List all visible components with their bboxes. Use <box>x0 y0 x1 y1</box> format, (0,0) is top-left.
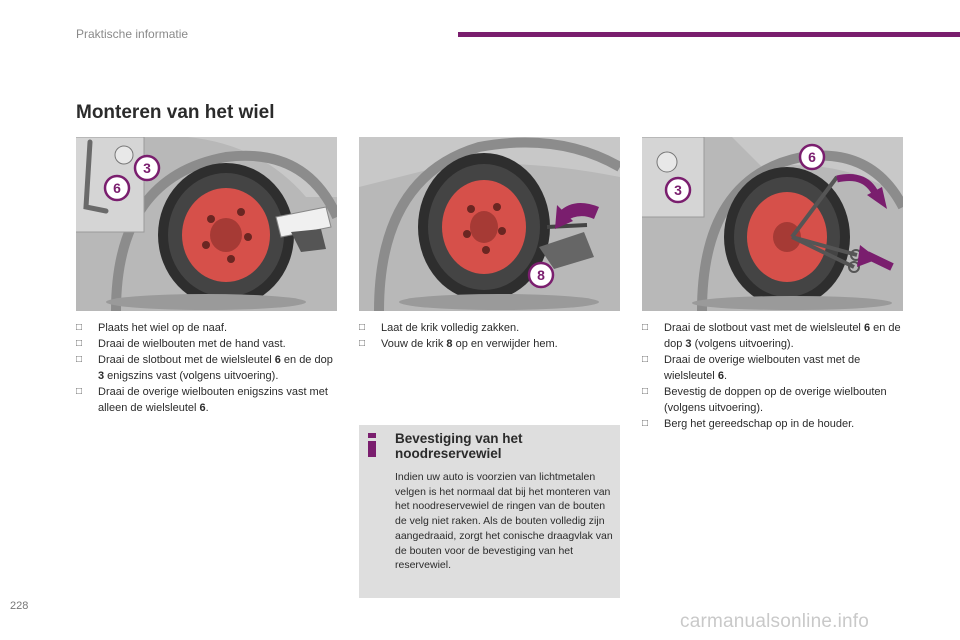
info-box: Bevestiging van het noodreservewiel Indi… <box>359 425 620 598</box>
step-text: Draai de slotbout met de wielsleutel <box>98 354 275 366</box>
reference-number: 3 <box>98 370 105 382</box>
step-text: op en verwijder hem. <box>452 338 558 350</box>
callout-number: 8 <box>537 267 545 283</box>
reference-number: 8 <box>446 338 453 350</box>
step-text: Draai de overige wielbouten enigszins va… <box>98 386 328 414</box>
step-item: □ Laat de krik volledig zakken. <box>359 320 621 336</box>
steps-column-2: □ Laat de krik volledig zakken. □ Vouw de k… <box>359 320 621 352</box>
step-text: Draai de slotbout vast met de wielsleute… <box>664 322 864 334</box>
reference-number: 6 <box>274 354 281 366</box>
checkbox-bullet-icon: □ <box>76 354 83 365</box>
reference-number: 3 <box>685 338 692 350</box>
steps-column-3: □ Draai de slotbout vast met de wielsleut… <box>642 320 904 432</box>
header-accent-bar <box>458 32 960 37</box>
watermark: carmanualsonline.info <box>680 611 870 632</box>
step-text: (volgens uitvoering). <box>691 338 794 350</box>
info-icon <box>368 433 376 457</box>
checkbox-bullet-icon: □ <box>76 386 83 397</box>
step-text: Bevestig de doppen op de overige wielbou… <box>664 386 887 414</box>
step-text: enigszins vast (volgens uitvoering). <box>104 370 279 382</box>
checkbox-bullet-icon: □ <box>642 322 649 333</box>
step-text: . <box>205 402 209 414</box>
step-item: □ Draai de overige wielbouten vast met de… <box>642 352 904 384</box>
checkbox-bullet-icon: □ <box>76 322 83 333</box>
checkbox-bullet-icon: □ <box>642 386 649 397</box>
callout-circle <box>527 261 555 289</box>
step-item: □ Vouw de krik 8 op en verwijder hem. <box>359 336 621 352</box>
step-item: □ Berg het gereedschap op in de houder. <box>642 416 904 432</box>
callout-number: 6 <box>808 149 816 165</box>
info-box-title: Bevestiging van het noodreservewiel <box>395 431 523 461</box>
step-text: en de dop <box>280 354 333 366</box>
step-text: Vouw de krik <box>381 338 447 350</box>
illustration-tighten-bolts: 6 3 <box>642 137 903 311</box>
reference-number: 6 <box>717 370 724 382</box>
step-item: □Draai de slotbout met de wielsleutel 6 … <box>76 352 338 384</box>
checkbox-bullet-icon: □ <box>76 338 83 349</box>
callout-circle <box>103 174 131 202</box>
callout-circle <box>664 176 692 204</box>
step-item: □ Draai de slotbout vast met de wielsleut… <box>642 320 904 352</box>
step-text: Draai de wielbouten met de hand vast. <box>98 338 286 350</box>
step-text: Laat de krik volledig zakken. <box>381 322 520 334</box>
step-text: . <box>723 370 727 382</box>
step-text: Draai de overige wielbouten vast met de … <box>664 354 861 382</box>
step-item: □ Plaats het wiel op de naaf. <box>76 320 338 336</box>
page-number: 228 <box>10 600 29 612</box>
step-text: Plaats het wiel op de naaf. <box>98 322 228 334</box>
callout-circle <box>133 154 161 182</box>
step-text: en de dop <box>664 322 901 350</box>
checkbox-bullet-icon: □ <box>642 354 649 365</box>
checkbox-bullet-icon: □ <box>642 418 649 429</box>
steps-column-1: □ Plaats het wiel op de naaf. □ Draai de wi… <box>76 320 338 416</box>
reference-number: 6 <box>199 402 206 414</box>
reference-number: 6 <box>863 322 871 334</box>
illustration-lower-jack: 8 <box>359 137 620 311</box>
callout-number: 6 <box>113 180 121 196</box>
callout-circle <box>798 143 826 171</box>
section-header: Praktische informatie <box>76 27 189 41</box>
page-title: Monteren van het wiel <box>76 102 275 123</box>
step-item: □ Draai de overige wielbouten enigszins v… <box>76 384 338 416</box>
wheel-mount-illustration: 3 6 <box>76 137 337 311</box>
checkbox-bullet-icon: □ <box>359 338 366 349</box>
step-item: □ Bevestig de doppen op de overige wielbo… <box>642 384 904 416</box>
jack-lower-illustration: 8 <box>359 137 620 311</box>
step-text: Berg het gereedschap op in de houder. <box>664 418 855 430</box>
wheel-tighten-illustration: 6 3 <box>642 137 903 311</box>
info-box-body: Indien uw auto is voorzien van lichtmeta… <box>395 471 613 572</box>
step-item: □ Draai de wielbouten met de hand vast. <box>76 336 338 352</box>
illustration-mount-wheel: 3 6 <box>76 137 337 311</box>
callout-number: 3 <box>143 160 151 176</box>
callout-number: 3 <box>674 182 682 198</box>
checkbox-bullet-icon: □ <box>359 322 366 333</box>
